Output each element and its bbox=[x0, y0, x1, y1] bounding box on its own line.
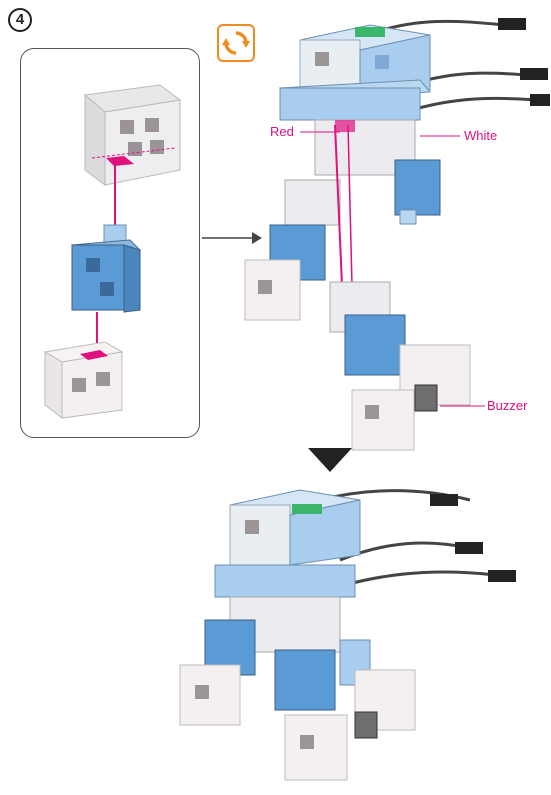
rotate-icon bbox=[217, 24, 255, 62]
final-assembly bbox=[179, 489, 516, 781]
buzzer-label: Buzzer bbox=[487, 398, 528, 413]
down-triangle-icon bbox=[308, 448, 352, 472]
main-assembly-top bbox=[244, 18, 550, 451]
red-wire-label: Red bbox=[270, 124, 294, 139]
inset-transparent-cube bbox=[83, 84, 182, 186]
inset-blue-block bbox=[70, 224, 142, 313]
step-number: 4 bbox=[8, 8, 32, 32]
inset-white-block bbox=[43, 341, 124, 420]
arrow-right-icon bbox=[202, 232, 262, 244]
white-wire-label: White bbox=[464, 128, 498, 143]
